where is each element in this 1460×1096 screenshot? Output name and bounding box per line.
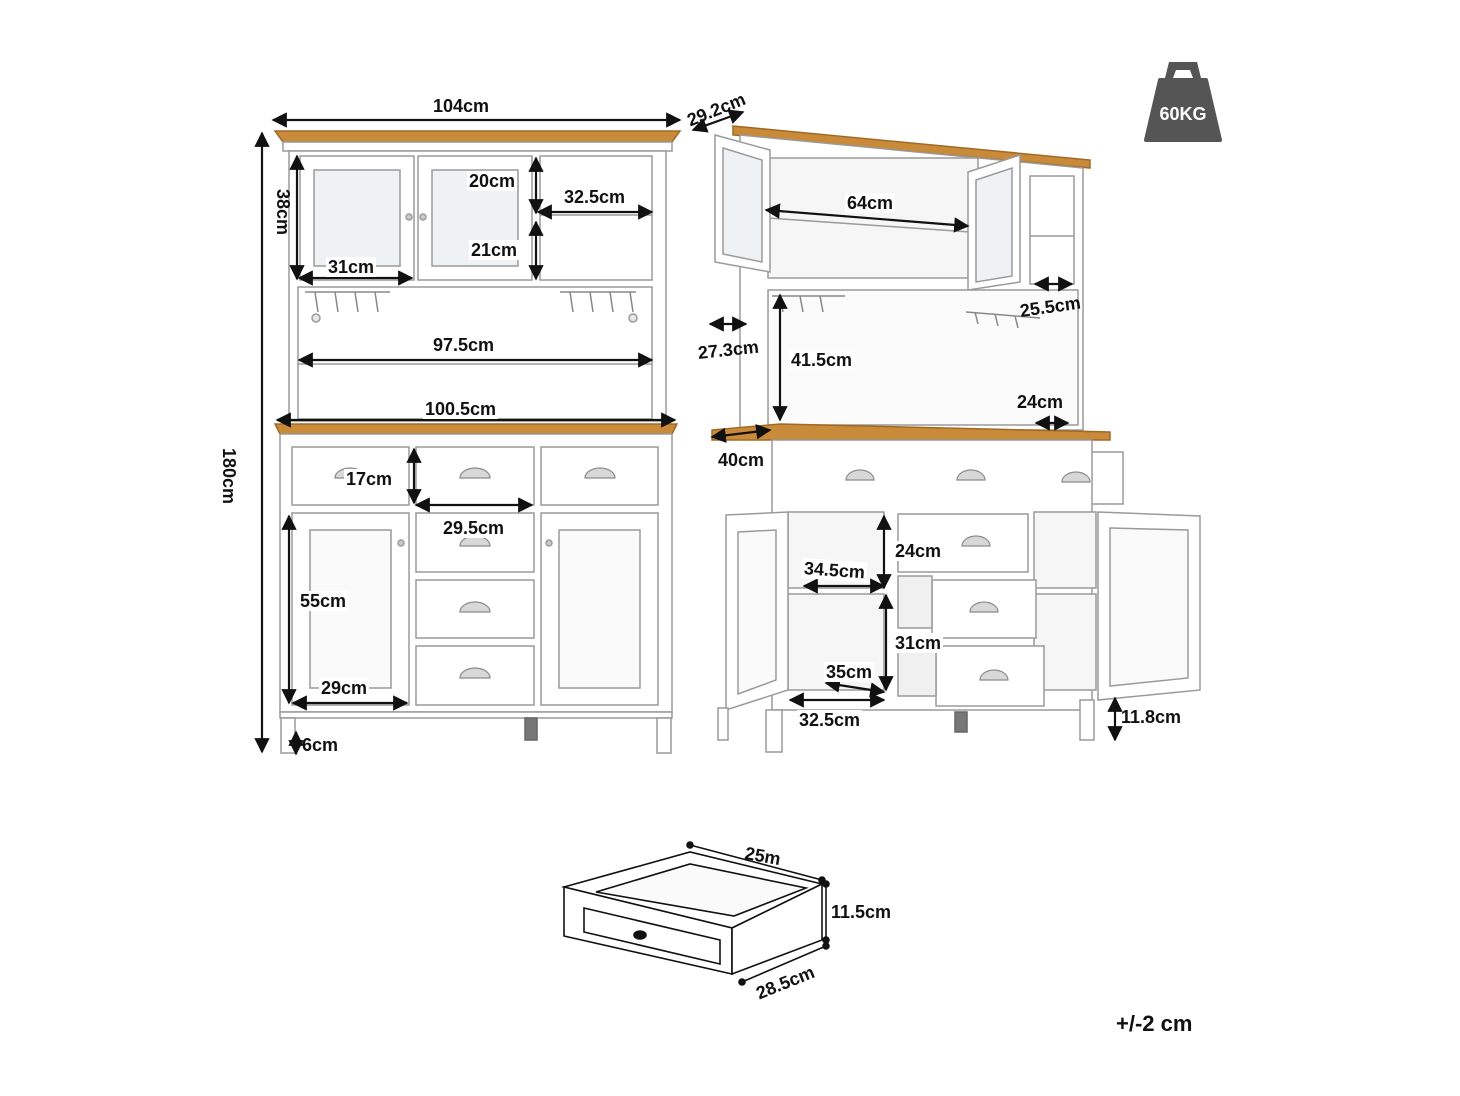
counter-overhang-label: 24cm	[1017, 392, 1064, 412]
open-shelf-width-label: 97.5cm	[431, 335, 497, 355]
base-clearance-label: 11.8cm	[1121, 707, 1182, 727]
front-drawer-handles	[334, 467, 616, 679]
side-drawer-handles	[845, 469, 1091, 681]
upper-cabinet-height-label: 24cm	[893, 541, 944, 561]
drawer-dimension-lines	[686, 841, 830, 986]
drawer-height-detail-label: 11.5cm	[831, 902, 892, 922]
side-dimension-arrows	[691, 109, 1123, 742]
lower-cabinet-height-label: 31cm	[893, 633, 944, 653]
tolerance-note: +/-2 cm	[1116, 1011, 1193, 1036]
leg-height-label: 6cm	[302, 735, 339, 755]
kettlebell-weight-icon	[1144, 62, 1222, 142]
weight-label: 60KG	[1159, 104, 1207, 124]
front-dimension-arrows	[254, 112, 682, 756]
glass-door-width-label: 31cm	[326, 257, 377, 277]
counter-width-label: 100.5cm	[423, 399, 499, 419]
hutch-height-label: 38cm	[273, 189, 293, 236]
drawer-height-label: 17cm	[344, 469, 395, 489]
shelf-depth-label: 35cm	[824, 662, 875, 682]
side-shelf-width-label: 32.5cm	[562, 187, 628, 207]
base-depth-label: 40cm	[718, 450, 765, 470]
front-height-label: 180cm	[219, 448, 239, 505]
door-height-label: 55cm	[298, 591, 349, 611]
upper-compartment-height-label: 20cm	[467, 171, 518, 191]
open-area-height-label: 41.5cm	[789, 350, 855, 370]
interior-width-label: 64cm	[845, 193, 896, 213]
cabinet-width-label: 32.5cm	[797, 710, 863, 730]
front-view-cabinet	[273, 130, 682, 754]
lower-compartment-height-label: 21cm	[469, 240, 520, 260]
drawer-width-label: 29.5cm	[441, 518, 507, 538]
side-view-cabinet	[711, 125, 1201, 753]
front-width-label: 104cm	[433, 96, 490, 116]
drawer-detail	[560, 851, 825, 976]
door-width-label: 29cm	[319, 678, 370, 698]
